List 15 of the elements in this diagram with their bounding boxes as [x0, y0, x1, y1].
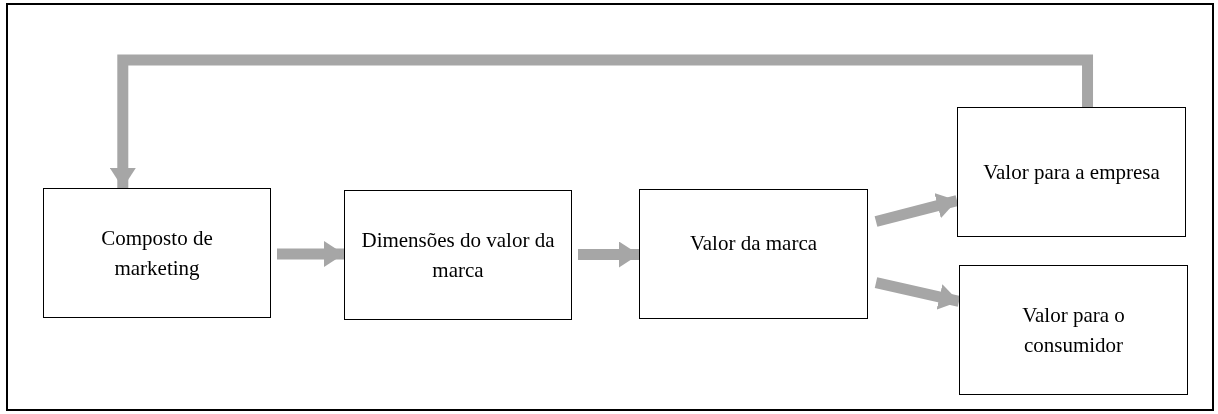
process-box — [639, 189, 868, 319]
box-label: Composto de marketing — [100, 225, 214, 282]
process-box — [957, 107, 1186, 237]
box-label: Valor da marca — [689, 230, 818, 257]
process-box — [344, 190, 572, 320]
box-label: Valor para o consumidor — [1021, 302, 1126, 359]
arrow — [277, 241, 344, 267]
arrow — [874, 277, 961, 310]
arrow — [109, 54, 1094, 188]
arrow — [578, 241, 639, 268]
arrow — [874, 193, 959, 227]
box-label: Valor para a empresa — [983, 159, 1160, 186]
process-box — [43, 188, 271, 318]
box-label: Dimensões do valor da marca — [360, 227, 556, 284]
process-box — [959, 265, 1188, 395]
